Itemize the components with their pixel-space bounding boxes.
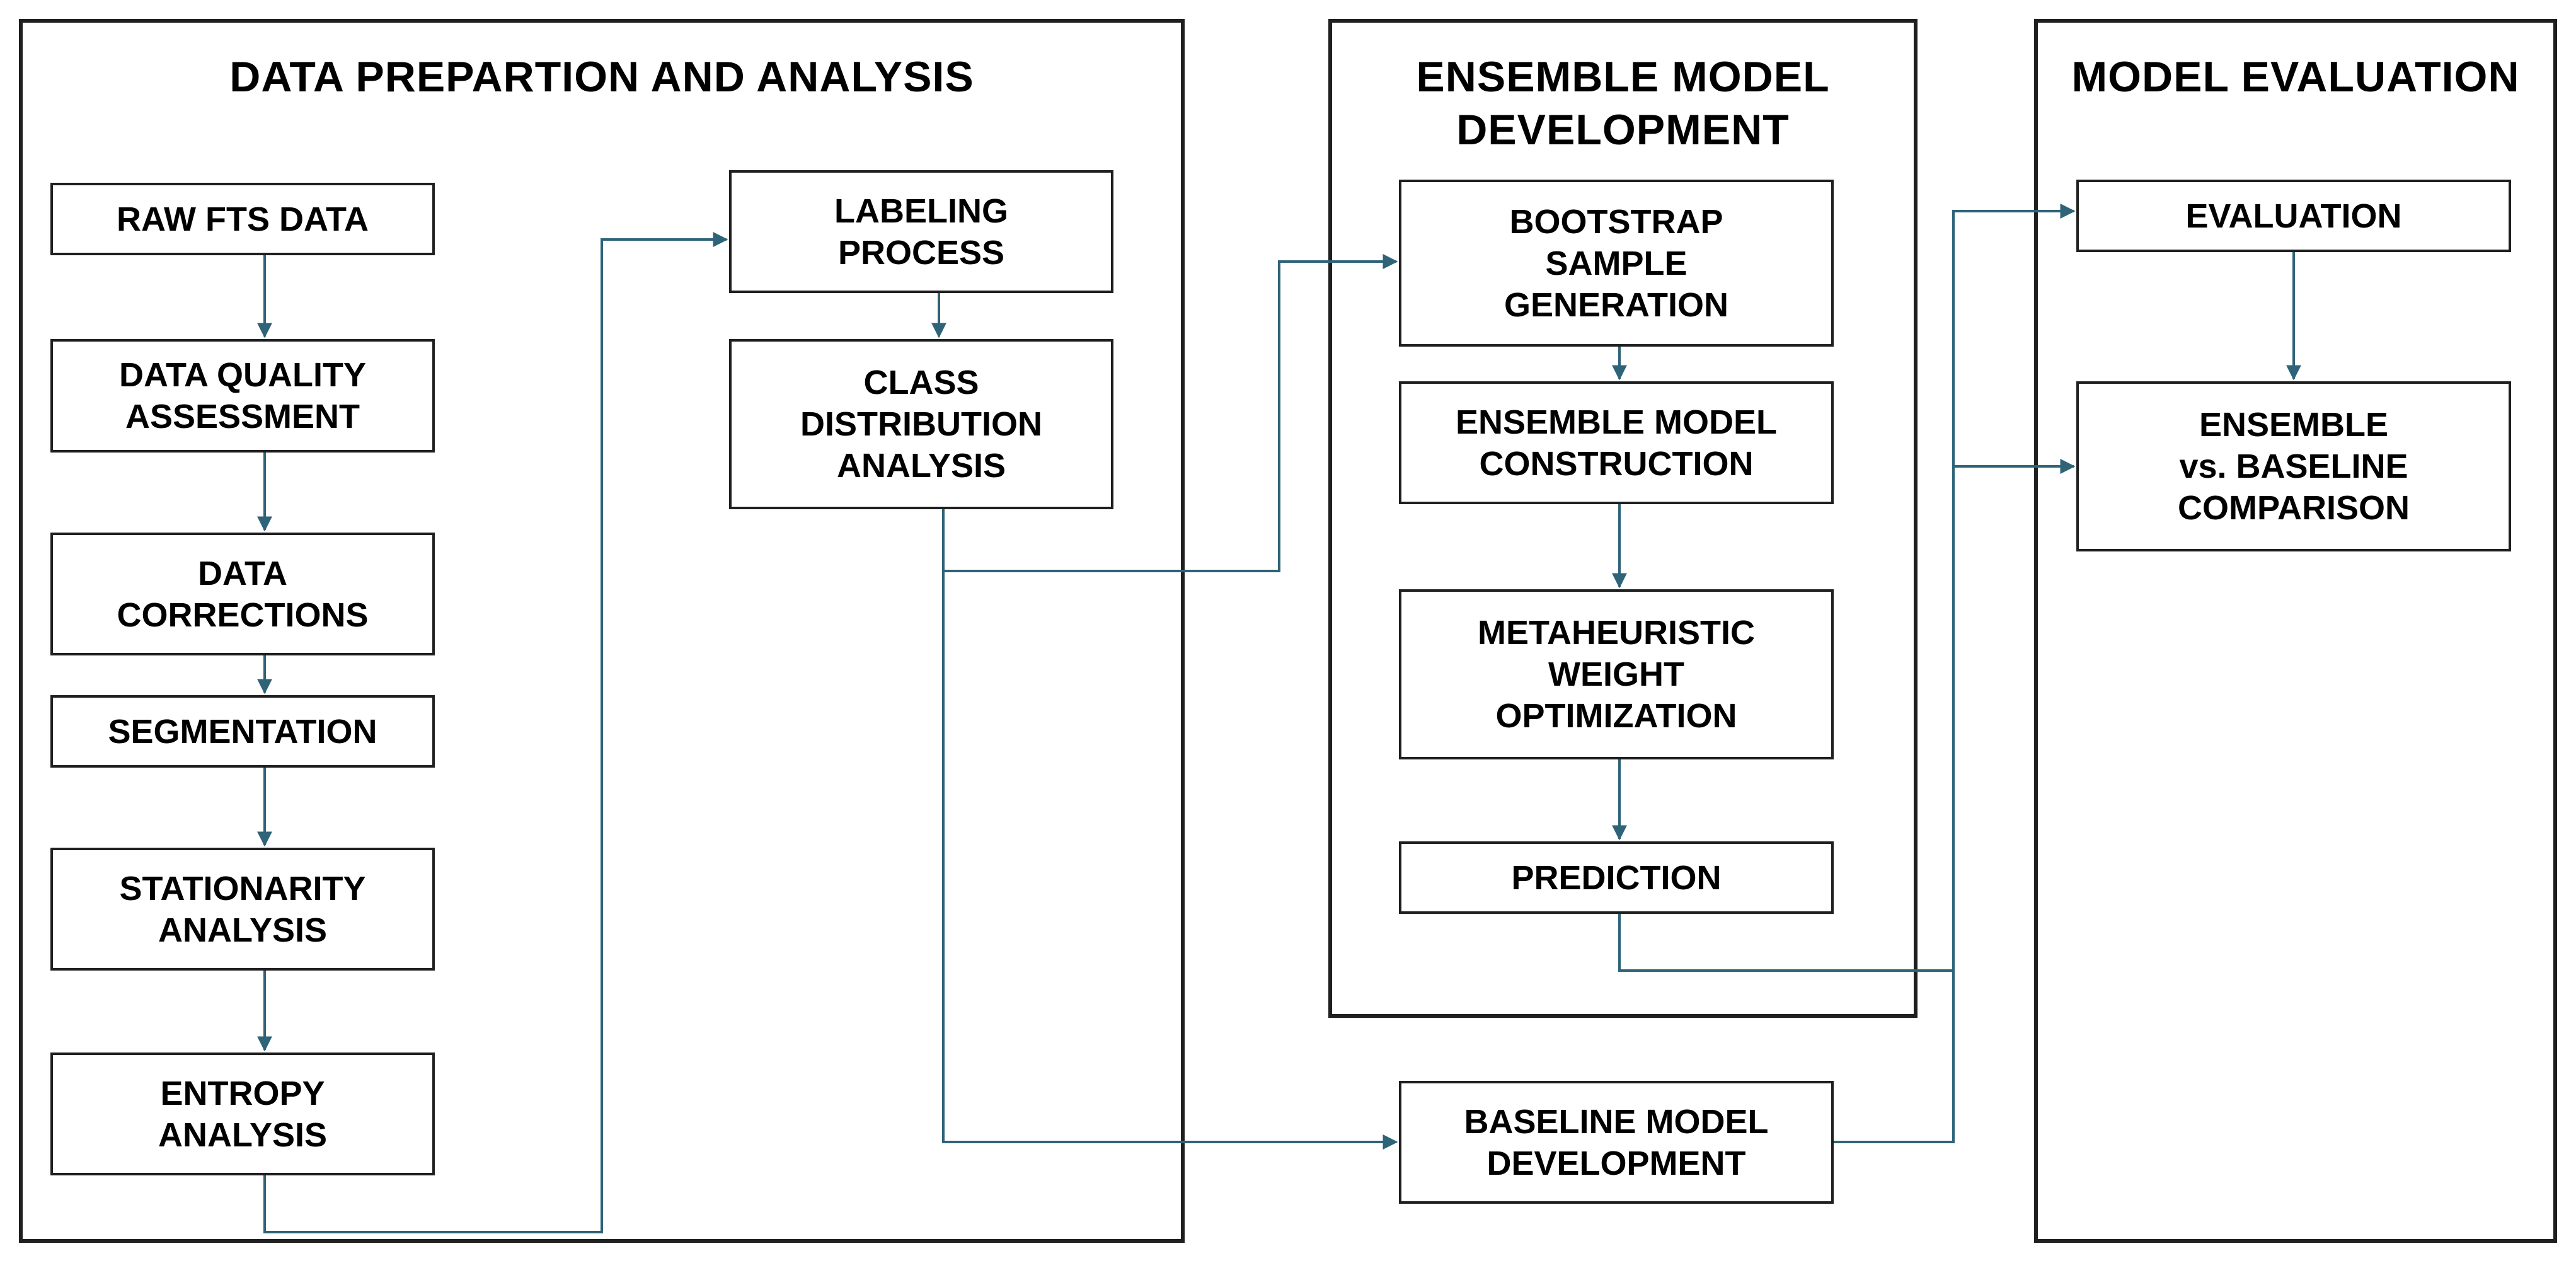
- node-labeling-process: LABELING PROCESS: [729, 170, 1113, 293]
- node-bootstrap-sample-generation: BOOTSTRAP SAMPLE GENERATION: [1399, 180, 1834, 347]
- node-ensemble-vs-baseline-comparison: ENSEMBLE vs. BASELINE COMPARISON: [2076, 381, 2511, 551]
- node-metaheuristic-weight-optimization: METAHEURISTIC WEIGHT OPTIMIZATION: [1399, 589, 1834, 759]
- node-data-corrections: DATA CORRECTIONS: [50, 533, 435, 655]
- node-segmentation: SEGMENTATION: [50, 695, 435, 768]
- node-entropy-analysis: ENTROPY ANALYSIS: [50, 1052, 435, 1175]
- node-prediction: PREDICTION: [1399, 841, 1834, 914]
- node-baseline-model-development: BASELINE MODEL DEVELOPMENT: [1399, 1081, 1834, 1204]
- section-title-ensemble: ENSEMBLE MODEL DEVELOPMENT: [1416, 53, 1830, 154]
- node-raw-fts-data: RAW FTS DATA: [50, 183, 435, 255]
- section-title-evaluation: MODEL EVALUATION: [2071, 53, 2520, 101]
- node-ensemble-model-construction: ENSEMBLE MODEL CONSTRUCTION: [1399, 381, 1834, 504]
- section-title-data-preparation: DATA PREPARTION AND ANALYSIS: [229, 53, 974, 101]
- node-class-distribution-analysis: CLASS DISTRIBUTION ANALYSIS: [729, 339, 1113, 509]
- node-data-quality-assessment: DATA QUALITY ASSESSMENT: [50, 339, 435, 453]
- node-stationarity-analysis: STATIONARITY ANALYSIS: [50, 848, 435, 971]
- node-evaluation: EVALUATION: [2076, 180, 2511, 252]
